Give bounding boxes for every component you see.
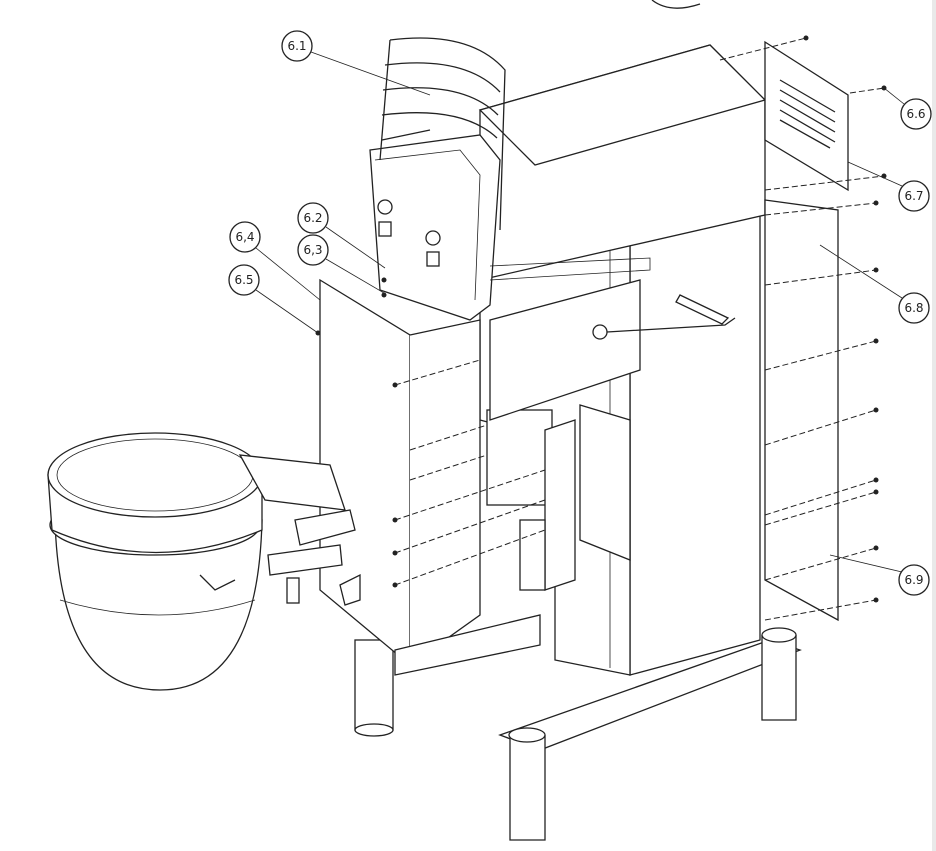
callout-6-5: 6.5	[228, 264, 260, 296]
callout-6-6: 6.6	[900, 98, 932, 130]
side-panel-right	[764, 199, 839, 622]
front-base-frame	[498, 627, 802, 841]
callout-6-8: 6.8	[898, 292, 930, 324]
offpage-callout-fragment	[651, 0, 701, 9]
mixing-bowl	[47, 432, 263, 691]
callout-6-1: 6.1	[281, 30, 313, 62]
callout-label: 6,3	[303, 243, 322, 257]
callout-label: 6.7	[904, 189, 923, 203]
callout-6-3: 6,3	[297, 234, 329, 266]
rear-leg-left	[354, 639, 394, 737]
callout-6-2: 6.2	[297, 202, 329, 234]
callout-label: 6.2	[303, 211, 322, 225]
safety-guard	[379, 37, 506, 231]
callout-label: 6.6	[906, 107, 925, 121]
right-edge-strip	[932, 0, 936, 851]
screws-right	[719, 35, 887, 621]
leader-lines	[255, 51, 905, 573]
callout-label: 6.9	[904, 573, 923, 587]
callout-label: 6.8	[904, 301, 923, 315]
bowl-arm	[238, 454, 361, 606]
callout-6-7: 6.7	[898, 180, 930, 212]
callout-label: 6.5	[234, 273, 253, 287]
side-panel-left	[319, 278, 541, 676]
vent-panel	[764, 40, 849, 192]
callout-label: 6.1	[287, 39, 306, 53]
screws-left	[315, 277, 546, 588]
mixer-head	[369, 44, 767, 321]
callout-label: 6,4	[235, 230, 254, 244]
callout-6-4: 6,4	[229, 221, 261, 253]
bowl-lift-mechanism	[486, 279, 736, 591]
callout-6-9: 6.9	[898, 564, 930, 596]
